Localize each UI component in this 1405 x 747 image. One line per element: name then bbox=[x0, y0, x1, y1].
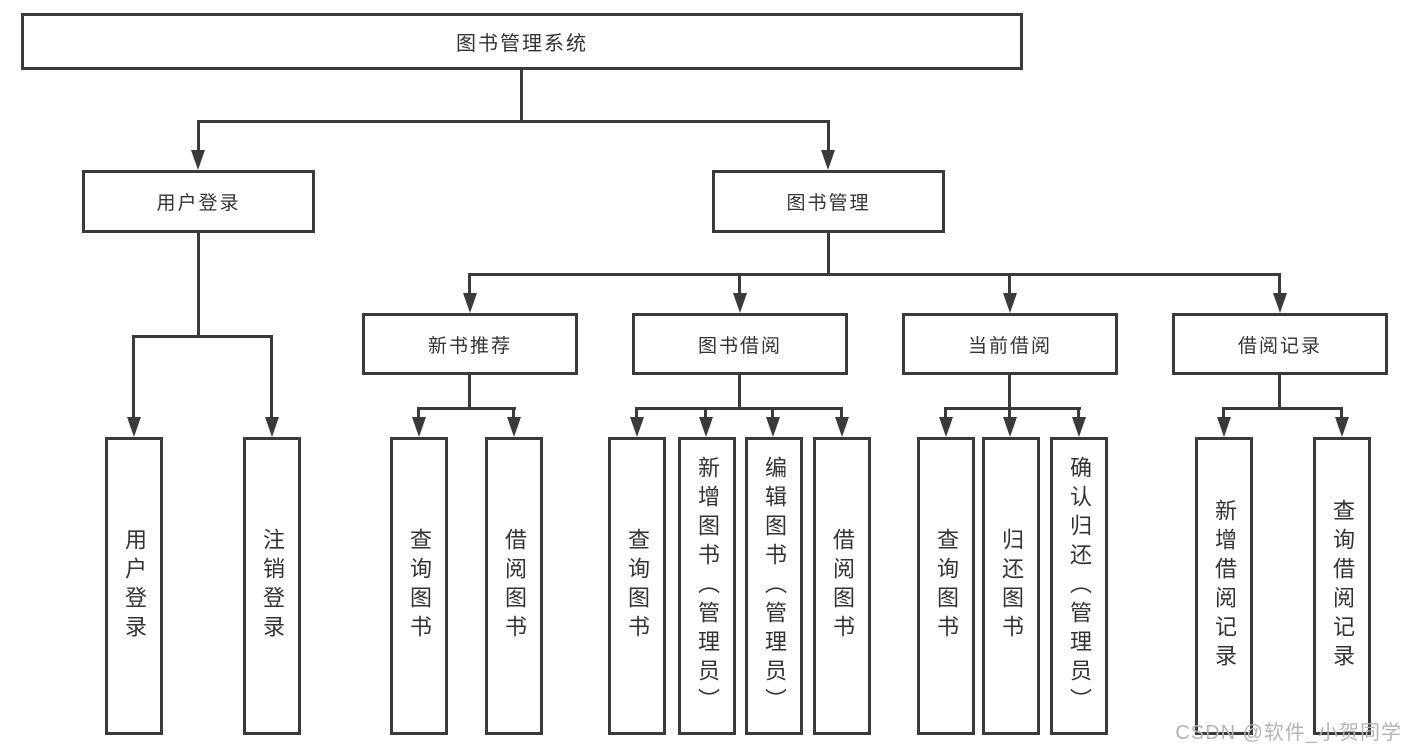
arrow-down-icon bbox=[507, 417, 521, 437]
leaf-borrow-book-recommend: 借阅图书 bbox=[485, 437, 543, 735]
connector-vline bbox=[1278, 375, 1281, 407]
connector-vline bbox=[827, 120, 830, 152]
arrow-down-icon bbox=[412, 417, 426, 437]
connector-hline bbox=[944, 407, 1081, 410]
arrow-down-icon bbox=[733, 293, 747, 313]
arrow-down-icon bbox=[1273, 293, 1287, 313]
node-current-borrow: 当前借阅 bbox=[902, 313, 1118, 375]
watermark: CSDN @软件_小贺同学 bbox=[1175, 722, 1402, 744]
connector-vline bbox=[468, 375, 471, 407]
leaf-query-book-recommend: 查询图书 bbox=[390, 437, 448, 735]
connector-vline bbox=[635, 407, 638, 421]
arrow-down-icon bbox=[265, 417, 279, 437]
arrow-down-icon bbox=[1003, 417, 1017, 437]
leaf-return-book: 归还图书 bbox=[982, 437, 1040, 735]
connector-vline bbox=[1008, 375, 1011, 407]
connector-hline bbox=[635, 407, 843, 410]
connector-vline bbox=[1008, 407, 1011, 421]
arrow-down-icon bbox=[1003, 293, 1017, 313]
arrow-down-icon bbox=[191, 150, 205, 170]
arrow-down-icon bbox=[939, 417, 953, 437]
connector-vline bbox=[1222, 407, 1225, 421]
leaf-add-borrow-record: 新增借阅记录 bbox=[1195, 437, 1253, 735]
arrow-down-icon bbox=[463, 293, 477, 313]
connector-vline bbox=[197, 120, 200, 152]
connector-vline bbox=[1077, 407, 1080, 421]
arrow-down-icon bbox=[1072, 417, 1086, 437]
connector-vline bbox=[417, 407, 420, 421]
connector-vline bbox=[738, 375, 741, 407]
arrow-down-icon bbox=[821, 150, 835, 170]
arrow-down-icon bbox=[127, 417, 141, 437]
connector-vline bbox=[771, 407, 774, 421]
leaf-user-login: 用户登录 bbox=[105, 437, 163, 735]
arrow-down-icon bbox=[1335, 417, 1349, 437]
node-book-management: 图书管理 bbox=[712, 170, 945, 233]
connector-vline bbox=[197, 233, 200, 335]
connector-vline bbox=[1008, 273, 1011, 297]
connector-vline bbox=[468, 273, 471, 297]
connector-hline bbox=[197, 120, 830, 123]
leaf-borrow-book: 借阅图书 bbox=[813, 437, 871, 735]
arrow-down-icon bbox=[835, 417, 849, 437]
leaf-confirm-return-admin: 确认归还（管理员） bbox=[1050, 437, 1108, 735]
node-root: 图书管理系统 bbox=[21, 13, 1023, 70]
connector-hline bbox=[468, 273, 1281, 276]
connector-hline bbox=[417, 407, 516, 410]
connector-vline bbox=[704, 407, 707, 421]
leaf-edit-book-admin: 编辑图书（管理员） bbox=[745, 437, 803, 735]
arrow-down-icon bbox=[699, 417, 713, 437]
leaf-query-book-borrow: 查询图书 bbox=[608, 437, 666, 735]
arrow-down-icon bbox=[1217, 417, 1231, 437]
connector-vline bbox=[738, 273, 741, 297]
connector-vline bbox=[512, 407, 515, 421]
leaf-add-book-admin: 新增图书（管理员） bbox=[678, 437, 736, 735]
node-book-borrow: 图书借阅 bbox=[632, 313, 848, 375]
leaf-query-book-current: 查询图书 bbox=[917, 437, 975, 735]
leaf-query-borrow-record: 查询借阅记录 bbox=[1313, 437, 1371, 735]
arrow-down-icon bbox=[630, 417, 644, 437]
connector-hline bbox=[1222, 407, 1343, 410]
leaf-logout: 注销登录 bbox=[243, 437, 301, 735]
arrow-down-icon bbox=[766, 417, 780, 437]
connector-vline bbox=[270, 335, 273, 419]
connector-vline bbox=[944, 407, 947, 421]
connector-vline bbox=[1278, 273, 1281, 297]
node-new-book-recommend: 新书推荐 bbox=[362, 313, 578, 375]
connector-vline bbox=[827, 233, 830, 273]
connector-vline bbox=[520, 70, 523, 120]
connector-vline bbox=[840, 407, 843, 421]
node-borrow-records: 借阅记录 bbox=[1172, 313, 1388, 375]
connector-vline bbox=[132, 335, 135, 419]
connector-hline bbox=[132, 335, 273, 338]
node-user-login: 用户登录 bbox=[82, 170, 315, 233]
connector-vline bbox=[1340, 407, 1343, 421]
